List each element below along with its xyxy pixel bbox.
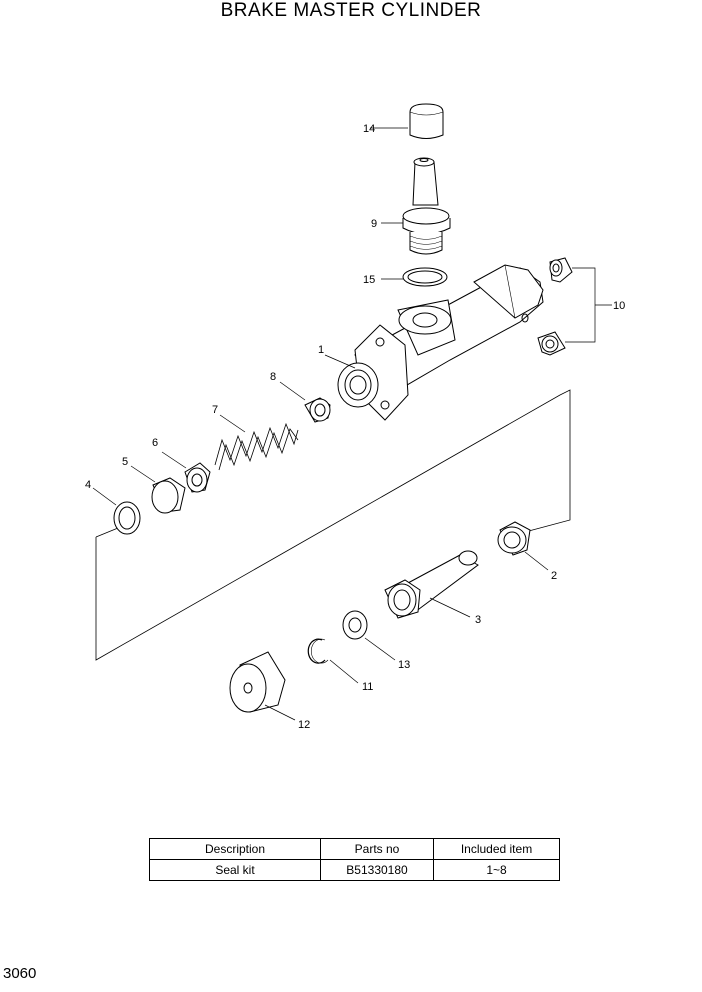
callout-7: 7 xyxy=(212,404,218,416)
cell-included-item: 1~8 xyxy=(433,859,560,881)
part-12-boot xyxy=(229,651,296,721)
part-1-cylinder-body xyxy=(324,264,544,421)
part-3-piston-shaft xyxy=(384,550,479,619)
callout-1: 1 xyxy=(318,344,324,356)
header-description: Description xyxy=(149,838,321,860)
page-number: 3060 xyxy=(3,965,37,982)
part-6-cup-seal xyxy=(161,451,211,493)
part-2-bushing xyxy=(497,521,549,571)
callout-12: 12 xyxy=(298,719,310,731)
part-9-push-rod xyxy=(381,157,451,255)
table-header-row: Description Parts no Included item xyxy=(149,838,560,860)
callout-10: 10 xyxy=(613,300,625,312)
part-4-seal-ring xyxy=(92,487,141,535)
part-7-spring xyxy=(214,414,299,471)
callout-2: 2 xyxy=(551,570,557,582)
callout-13: 13 xyxy=(398,659,410,671)
header-parts-no: Parts no xyxy=(320,838,434,860)
callout-5: 5 xyxy=(122,456,128,468)
seal-kit-table: Description Parts no Included item Seal … xyxy=(149,838,560,881)
header-included-item: Included item xyxy=(433,838,560,860)
part-15-seal-ring xyxy=(381,267,448,287)
callout-11: 11 xyxy=(362,681,373,693)
callout-6: 6 xyxy=(152,437,158,449)
part-8-valve xyxy=(279,381,331,423)
callout-9: 9 xyxy=(371,218,377,230)
part-5-piston xyxy=(130,465,186,514)
callout-4: 4 xyxy=(85,479,91,491)
part-13-washer xyxy=(342,610,396,661)
table-row: Seal kit B51330180 1~8 xyxy=(149,859,560,881)
cell-parts-no: B51330180 xyxy=(320,859,434,881)
callout-15: 15 xyxy=(363,274,375,286)
part-14-cap xyxy=(370,103,444,139)
cell-description: Seal kit xyxy=(149,859,321,881)
part-11-snap-ring xyxy=(307,638,359,684)
callout-3: 3 xyxy=(475,614,481,626)
callout-14: 14 xyxy=(363,123,375,135)
page-title: BRAKE MASTER CYLINDER xyxy=(220,0,482,21)
part-10-bleeder-plugs xyxy=(537,257,612,356)
callout-8: 8 xyxy=(270,371,276,383)
assembly-boundary xyxy=(95,389,571,661)
